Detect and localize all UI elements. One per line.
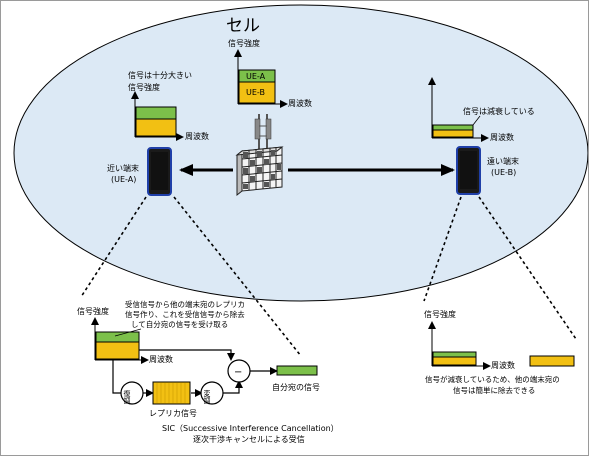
far-detail-note-line2: 信号は簡単に除去できる xyxy=(453,385,535,395)
far-detail-note-line1: 信号が減衰しているため、他の端末宛の xyxy=(425,374,560,384)
near-terminal-chart: 信号は十分大きい 信号強度 周波数 xyxy=(128,70,209,141)
far-detail-yellow-bar xyxy=(432,356,477,366)
ue-b-bar-label: UE-B xyxy=(246,88,265,97)
far-detail-axis-strength: 信号強度 xyxy=(424,309,456,319)
sic-green-bar xyxy=(95,331,140,343)
sic-chart: 信号強度 周波数 xyxy=(77,306,173,364)
far-terminal-id: (UE-B) xyxy=(491,168,516,177)
cell-area xyxy=(13,4,588,302)
subtract-node xyxy=(227,359,251,383)
own-signal-label: 自分宛の信号 xyxy=(272,382,320,392)
base-station-chart: UE-A UE-B 信号強度 周波数 xyxy=(228,38,312,108)
near-axis-frequency: 周波数 xyxy=(185,131,209,141)
subtract-symbol: − xyxy=(234,367,242,378)
sic-yellow-bar xyxy=(95,341,140,360)
far-axis-frequency: 周波数 xyxy=(490,132,514,142)
sic-note-line2: 信号作り、これを受信信号から除去 xyxy=(125,309,245,319)
replica-signal-box xyxy=(152,381,191,405)
demod-node xyxy=(120,381,144,405)
near-yellow-bar xyxy=(135,118,177,137)
own-signal-bar xyxy=(276,365,318,376)
far-note-label: 信号は減衰している xyxy=(463,106,535,116)
ue-a-bar-label: UE-A xyxy=(246,72,266,81)
near-axis-strength: 信号強度 xyxy=(128,82,160,92)
far-detail-chart: 信号強度 周波数 xyxy=(424,309,575,370)
cell-label: セル xyxy=(226,16,260,36)
far-terminal-chart: 信号は減衰している 周波数 xyxy=(428,77,535,142)
sic-flow xyxy=(112,349,278,397)
base-station-icon xyxy=(235,114,284,197)
sic-note-line3: して自分宛の信号を受け取る xyxy=(131,319,228,329)
zoom-lines xyxy=(80,196,577,357)
axis-label-frequency: 周波数 xyxy=(288,98,312,108)
far-detail-axis-frequency: 周波数 xyxy=(491,360,515,370)
far-green-bar xyxy=(432,124,474,131)
near-terminal-id: (UE-A) xyxy=(111,175,136,184)
axis-label-strength: 信号強度 xyxy=(228,38,260,48)
far-terminal-phone-icon xyxy=(456,146,481,195)
sic-axis-frequency: 周波数 xyxy=(149,354,173,364)
near-terminal-phone-icon xyxy=(147,147,172,196)
sic-note-line1: 受信信号から他の端末宛のレプリカ xyxy=(125,299,245,309)
sic-axis-strength: 信号強度 xyxy=(77,306,109,316)
near-note-label: 信号は十分大きい xyxy=(128,70,192,80)
far-terminal-label: 遠い端末 xyxy=(487,156,519,166)
far-detail-green-bar xyxy=(432,351,477,358)
replica-signal-label: レプリカ信号 xyxy=(149,408,197,418)
remod-node xyxy=(200,381,224,405)
ue-b-signal-bar xyxy=(238,81,276,104)
sic-caption-line1: SIC（Successive Interference Cancellation… xyxy=(162,424,339,433)
near-terminal-label: 近い端末 xyxy=(107,163,139,173)
far-yellow-bar xyxy=(432,129,474,138)
sic-caption-line2: 逐次干渉キャンセルによる受信 xyxy=(193,434,305,444)
far-detail-removed-bar xyxy=(529,355,575,367)
remod-label: 変調 xyxy=(203,389,211,405)
demod-label: 復調 xyxy=(123,389,131,405)
near-green-bar xyxy=(135,106,177,120)
